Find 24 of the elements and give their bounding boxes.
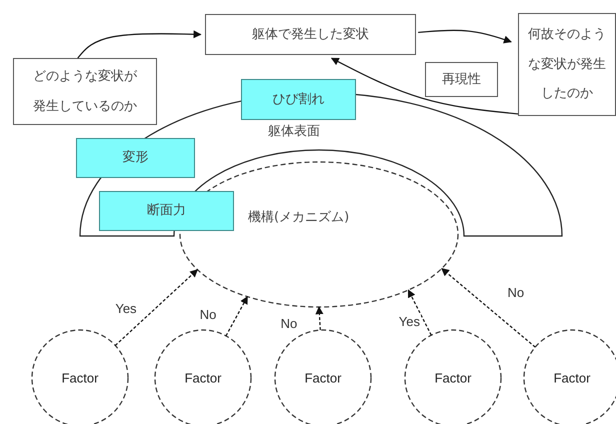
factor-label: Factor <box>184 370 222 386</box>
arrow <box>441 268 536 348</box>
arrow <box>225 296 248 336</box>
arrow <box>77 30 202 58</box>
edge-label: Yes <box>398 314 422 329</box>
edge-label: No <box>506 286 526 300</box>
arrow <box>408 289 432 336</box>
edge-label: No <box>280 316 298 331</box>
factor-label: Factor <box>304 370 342 386</box>
arrow <box>114 269 198 346</box>
surface-label: 躯体表面 <box>268 123 320 140</box>
text-box: 再現性 <box>425 62 498 97</box>
factor-label: Factor <box>62 370 98 386</box>
mechanism-label: 機構(メカニズム) <box>248 209 350 226</box>
edge-label: Yes <box>114 302 138 316</box>
factor-label: Factor <box>554 370 590 386</box>
highlight-box: ひび割れ <box>241 79 356 120</box>
text-box: 躯体で発生した変状 <box>205 14 416 55</box>
arrow <box>315 306 324 330</box>
arrow <box>418 30 512 44</box>
text-box: 何故そのような変状が発生したのか <box>518 13 616 116</box>
factor-label: Factor <box>434 370 472 386</box>
text-box: どのような変状が発生しているのか <box>13 58 157 125</box>
arrow <box>330 58 518 115</box>
